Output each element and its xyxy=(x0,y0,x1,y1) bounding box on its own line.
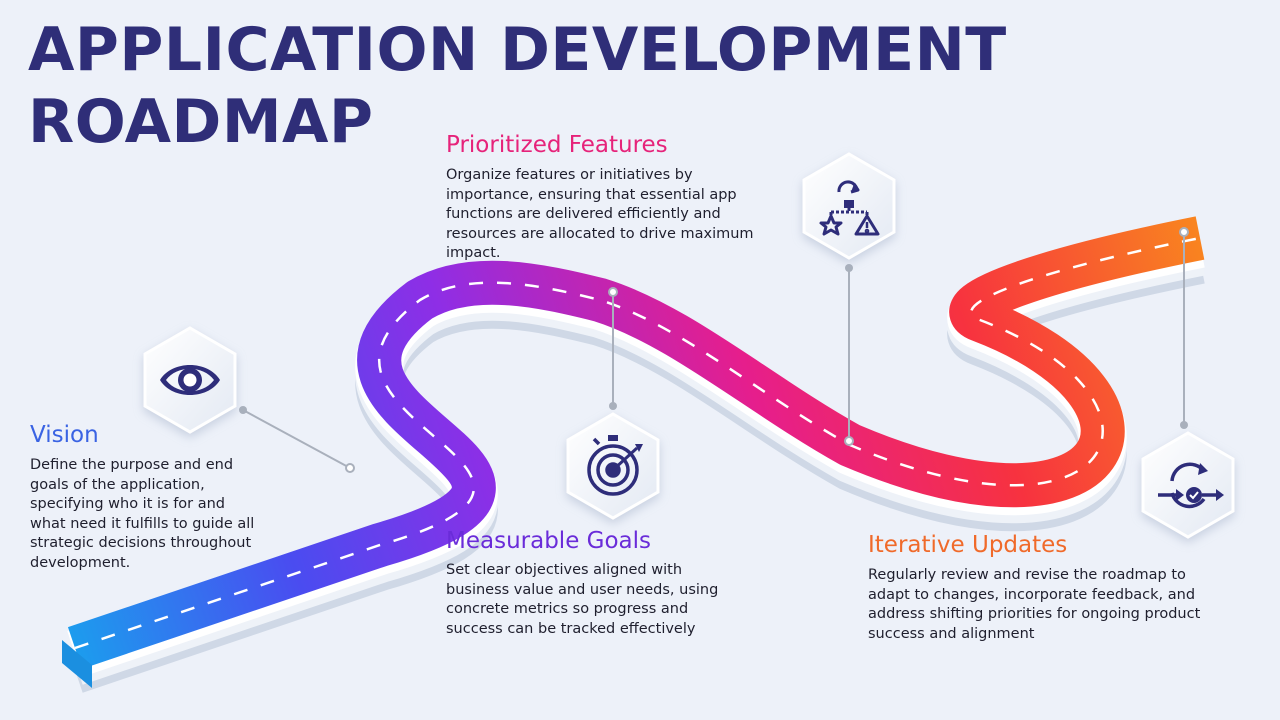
connector-prioritized-features xyxy=(844,264,854,446)
workflow-priority-icon xyxy=(819,180,880,236)
hexagon-iterative-updates xyxy=(1141,431,1235,539)
target-stopwatch-icon xyxy=(587,435,643,496)
iteration-cycle-icon xyxy=(1158,462,1224,509)
hexagon-vision xyxy=(143,326,237,434)
connector-vision xyxy=(239,406,355,473)
page-title: APPLICATION DEVELOPMENT ROADMAP xyxy=(28,14,1007,158)
eye-icon xyxy=(160,365,220,395)
step-description-measurable-goals: Set clear objectives aligned with busine… xyxy=(446,562,719,637)
hexagon-measurable-goals xyxy=(566,412,660,520)
step-title-iterative-updates: Iterative Updates xyxy=(868,532,1068,558)
hexagon-prioritized-features xyxy=(802,152,896,260)
road-center-dashes xyxy=(74,236,1201,650)
connector-measurable-goals xyxy=(608,287,618,410)
road-start-cap xyxy=(62,640,92,688)
connector-iterative-updates xyxy=(1179,227,1189,429)
step-description-vision: Define the purpose and end goals of the … xyxy=(30,457,255,571)
page-title-line-1: APPLICATION DEVELOPMENT xyxy=(28,15,1007,85)
step-description-iterative-updates: Regularly review and revise the roadmap … xyxy=(868,567,1201,642)
step-title-prioritized-features: Prioritized Features xyxy=(446,132,668,158)
step-title-vision: Vision xyxy=(30,422,99,448)
step-description-prioritized-features: Organize features or initiatives by impo… xyxy=(446,167,754,261)
step-title-measurable-goals: Measurable Goals xyxy=(446,528,652,554)
page-title-line-2: ROADMAP xyxy=(28,87,374,157)
